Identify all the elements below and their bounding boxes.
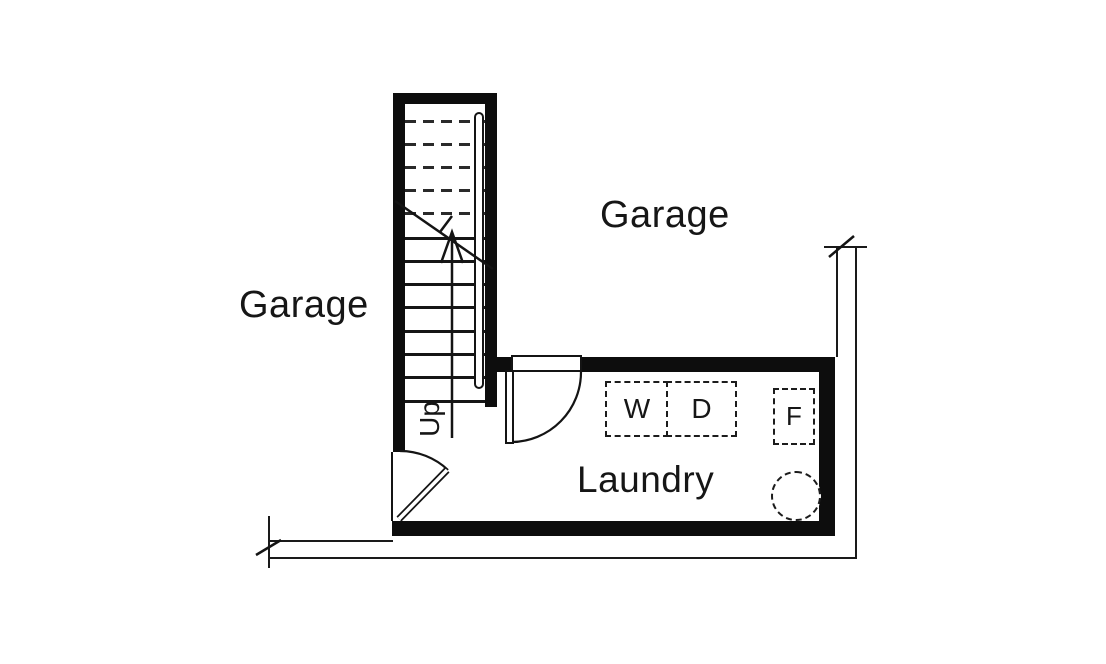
freezer-label: F — [786, 401, 802, 431]
stair-tread — [405, 400, 485, 403]
stair-tread — [405, 330, 485, 333]
water-heater-circle — [771, 471, 821, 521]
stair-tread — [405, 189, 485, 192]
laundry-left-door-opening — [391, 452, 407, 521]
stair-tread — [405, 166, 485, 169]
stair-top-wall — [393, 93, 497, 104]
stair-tread — [405, 212, 485, 215]
top-door-swing-arc — [511, 371, 583, 444]
laundry-top-wall — [582, 357, 835, 372]
garage-right-wall-break-cap — [824, 246, 867, 248]
garage-bottom-wall-outer-line — [269, 557, 857, 559]
laundry-bottom-wall — [392, 521, 835, 536]
stair-break-tick — [439, 215, 453, 233]
laundry-right-wall — [819, 357, 835, 536]
garage-label-right: Garage — [600, 194, 730, 236]
garage-bottom-wall-inner-line — [269, 540, 393, 542]
laundry-label: Laundry — [577, 459, 715, 500]
stair-left-wall — [393, 93, 405, 452]
garage-right-wall-outer-line — [855, 247, 857, 559]
stair-tread — [405, 237, 485, 240]
garage-label-left: Garage — [239, 284, 369, 326]
stair-tread — [405, 283, 485, 286]
stair-tread — [405, 306, 485, 309]
washer-box: W — [605, 381, 669, 437]
freezer-box: F — [773, 388, 815, 445]
stairs-up-label: Up — [413, 401, 445, 437]
stair-tread — [405, 120, 485, 123]
laundry-top-door-opening — [511, 355, 582, 372]
washer-label: W — [623, 393, 651, 424]
laundry-top-wall-stub — [485, 357, 512, 372]
stair-tread — [405, 376, 485, 379]
garage-right-wall-inner-line — [836, 247, 838, 357]
dryer-box: D — [666, 381, 737, 437]
stair-tread — [405, 143, 485, 146]
stair-handrail — [474, 112, 484, 389]
garage-bottom-wall-break-cap — [268, 516, 270, 568]
stair-tread — [405, 353, 485, 356]
laundry-top-door-leaf — [505, 370, 514, 444]
stair-tread — [405, 260, 485, 263]
dryer-label: D — [691, 393, 712, 424]
left-door-swing-arc — [399, 449, 449, 471]
